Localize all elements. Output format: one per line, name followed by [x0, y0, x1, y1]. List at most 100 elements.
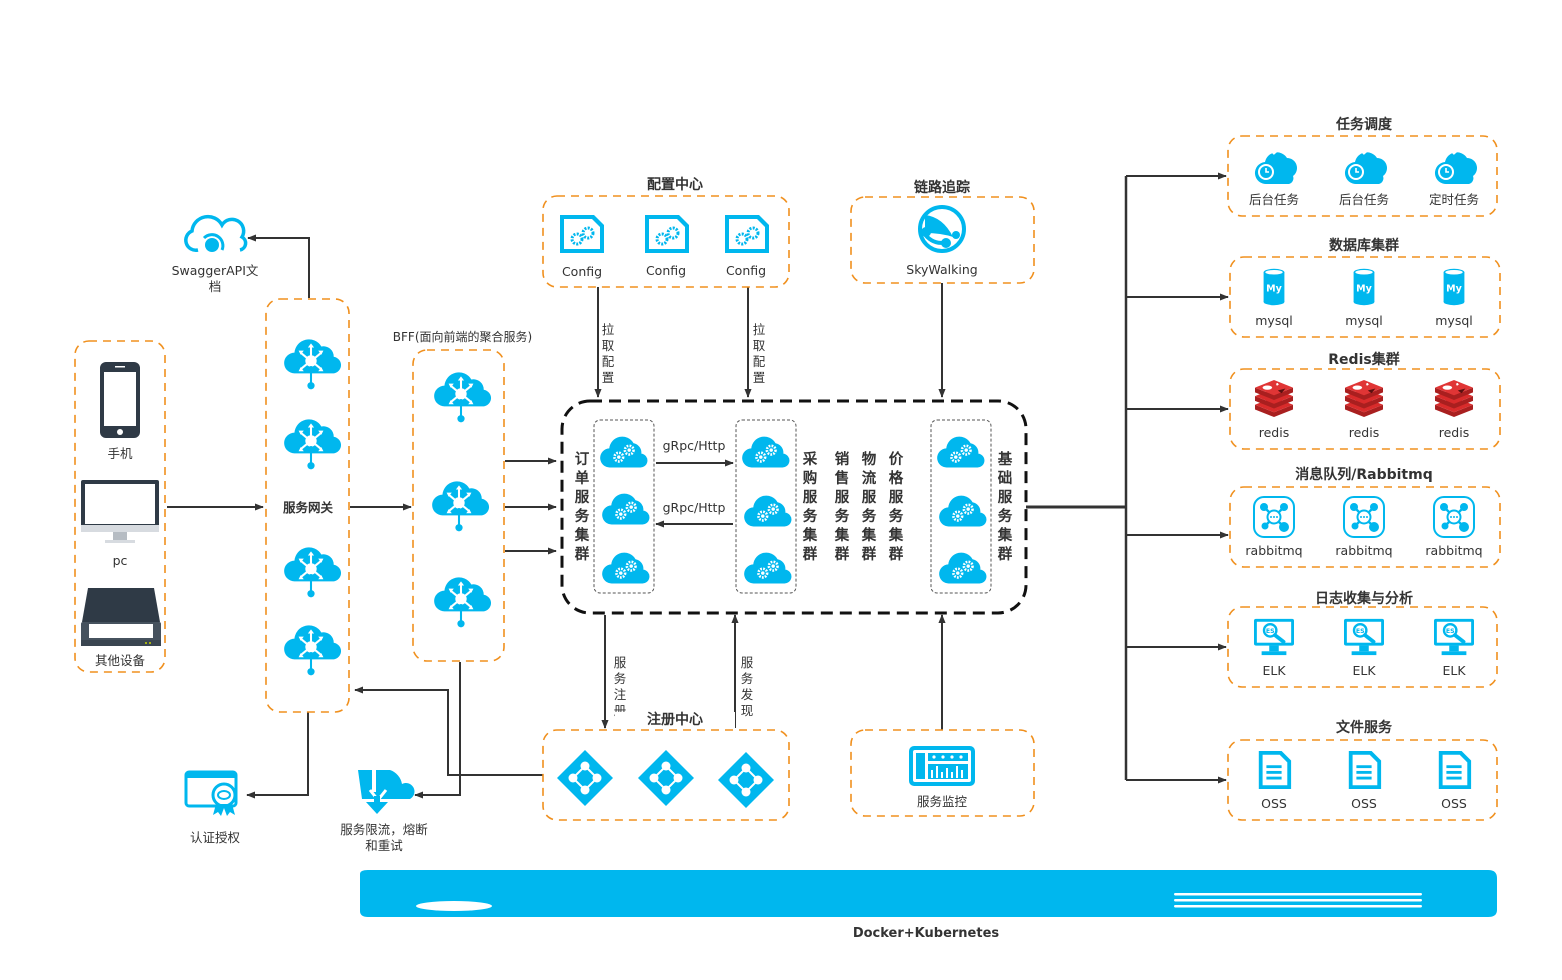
gateway-cloud-icon: [283, 338, 342, 391]
monitor-icon: [81, 480, 159, 543]
basic-service-icon: [937, 494, 988, 528]
procurement-cluster-box: [735, 419, 797, 594]
cloud-clock-icon: [1433, 145, 1479, 186]
config-item-2: Config: [645, 263, 687, 278]
monitor-label: 服务监控: [916, 794, 967, 809]
right-group-item-label: ELK: [1352, 663, 1376, 678]
right-group-item-label: rabbitmq: [1245, 543, 1303, 558]
bff-cloud-icon: [431, 480, 490, 533]
right-group-title: 文件服务: [1336, 720, 1392, 736]
registry-node-icon: [717, 751, 775, 809]
clients-box: [74, 340, 166, 673]
right-group-item-label: 后台任务: [1338, 192, 1389, 207]
redis-icon: [1435, 380, 1473, 418]
config-item-1: Config: [561, 264, 603, 279]
rabbitmq-icon: [1252, 495, 1296, 539]
right-group-item-label: 定时任务: [1428, 192, 1479, 207]
elk-icon: [1342, 617, 1386, 657]
redis-icon: [1345, 380, 1383, 418]
mysql-icon: [1263, 268, 1285, 306]
gateway-cloud-icon: [283, 624, 342, 677]
ratelimit-label: 服务限流，熔断: [340, 822, 428, 837]
monitor-box: [850, 729, 1035, 817]
oss-icon: [1258, 751, 1292, 789]
gateway-label: 服务网关: [268, 500, 348, 515]
grpc-right-label: gRpc/Http: [662, 438, 726, 453]
arrow-gateway-to-swagger: [247, 234, 310, 298]
services-box: [560, 399, 1028, 615]
registry-node-icon: [637, 749, 695, 807]
grpc-left-label: gRpc/Http: [662, 500, 726, 515]
mysql-icon: [1443, 268, 1465, 306]
right-group-title: 消息队列/Rabbitmq: [1295, 467, 1433, 483]
sales-cluster-label: 销售服务集群: [834, 452, 850, 563]
config-file-icon: [558, 213, 606, 255]
config-pull-label-1: 拉取配置: [601, 322, 615, 385]
bff-box: [412, 349, 505, 662]
rate-limit-icon: [358, 770, 415, 814]
bff-title: BFF(面向前端的聚合服务): [392, 330, 533, 344]
mysql-icon: [1353, 268, 1375, 306]
basic-cluster-label: 基础服务集群: [997, 452, 1013, 563]
rabbitmq-icon: [1342, 495, 1386, 539]
registry-node-icon: [556, 749, 614, 807]
basic-service-icon: [935, 435, 986, 469]
right-group-item-label: rabbitmq: [1335, 543, 1393, 558]
procurement-service-icon: [742, 551, 793, 585]
right-group-item-label: OSS: [1261, 796, 1287, 811]
right-group-item-label: OSS: [1351, 796, 1377, 811]
right-group-item-label: redis: [1348, 425, 1380, 440]
config-center-box: [542, 195, 790, 288]
right-group-item-label: OSS: [1441, 796, 1467, 811]
config-pull-label-2: 拉取配置: [752, 322, 766, 385]
arrow-gateway-to-auth: [246, 712, 309, 799]
tracing-box: [850, 196, 1035, 284]
oss-icon: [1348, 751, 1382, 789]
cloud-clock-icon: [1343, 145, 1389, 186]
registry-box: [542, 729, 790, 821]
right-group-item-label: rabbitmq: [1425, 543, 1483, 558]
redis-icon: [1255, 380, 1293, 418]
arrow-bff-to-ratelimit: [414, 662, 461, 799]
elk-icon: [1252, 617, 1296, 657]
right-group-title: Redis集群: [1328, 352, 1400, 368]
gateway-box: [265, 298, 350, 713]
config-center-title: 配置中心: [615, 177, 735, 193]
right-group-item-label: mysql: [1435, 313, 1473, 328]
client-label-phone: 手机: [107, 446, 133, 461]
right-group-title: 任务调度: [1336, 117, 1392, 133]
right-group-item-label: 后台任务: [1248, 192, 1299, 207]
config-file-icon: [723, 213, 771, 255]
basic-service-icon: [937, 551, 988, 585]
procurement-service-icon: [740, 435, 791, 469]
pricing-cluster-label: 价格服务集群: [888, 452, 904, 563]
bff-cloud-icon: [433, 576, 492, 629]
registry-title: 注册中心: [615, 712, 735, 728]
right-group-title: 日志收集与分析: [1315, 591, 1413, 607]
tracing-item: SkyWalking: [906, 262, 978, 277]
auth-label: 认证授权: [189, 830, 240, 845]
right-group-item-label: redis: [1258, 425, 1290, 440]
register-label: 服务注册: [613, 655, 627, 718]
swagger-icon: [184, 214, 248, 252]
gateway-cloud-icon: [283, 546, 342, 599]
right-group-title: 数据库集群: [1329, 238, 1399, 254]
logistics-cluster-label: 物流服务集群: [861, 452, 877, 563]
docker-kubernetes-bar: [360, 870, 1497, 917]
order-service-icon: [600, 492, 651, 526]
discover-label: 服务发现: [740, 655, 754, 718]
ratelimit-label-2: 和重试: [365, 838, 403, 853]
platform-label: Docker+Kubernetes: [852, 926, 1000, 941]
oss-icon: [1438, 751, 1472, 789]
right-group-item-label: mysql: [1345, 313, 1383, 328]
monitor-dashboard-icon: [909, 746, 975, 786]
swagger-label: SwaggerAPI文: [171, 263, 259, 278]
right-group-item-label: mysql: [1255, 313, 1293, 328]
client-label-other: 其他设备: [94, 653, 145, 668]
client-label-pc: pc: [112, 553, 128, 568]
order-service-icon: [598, 435, 649, 469]
order-service-icon: [600, 551, 651, 585]
elk-icon: [1432, 617, 1476, 657]
basic-cluster-box: [930, 419, 992, 594]
tracing-title: 链路追踪: [882, 180, 1002, 196]
